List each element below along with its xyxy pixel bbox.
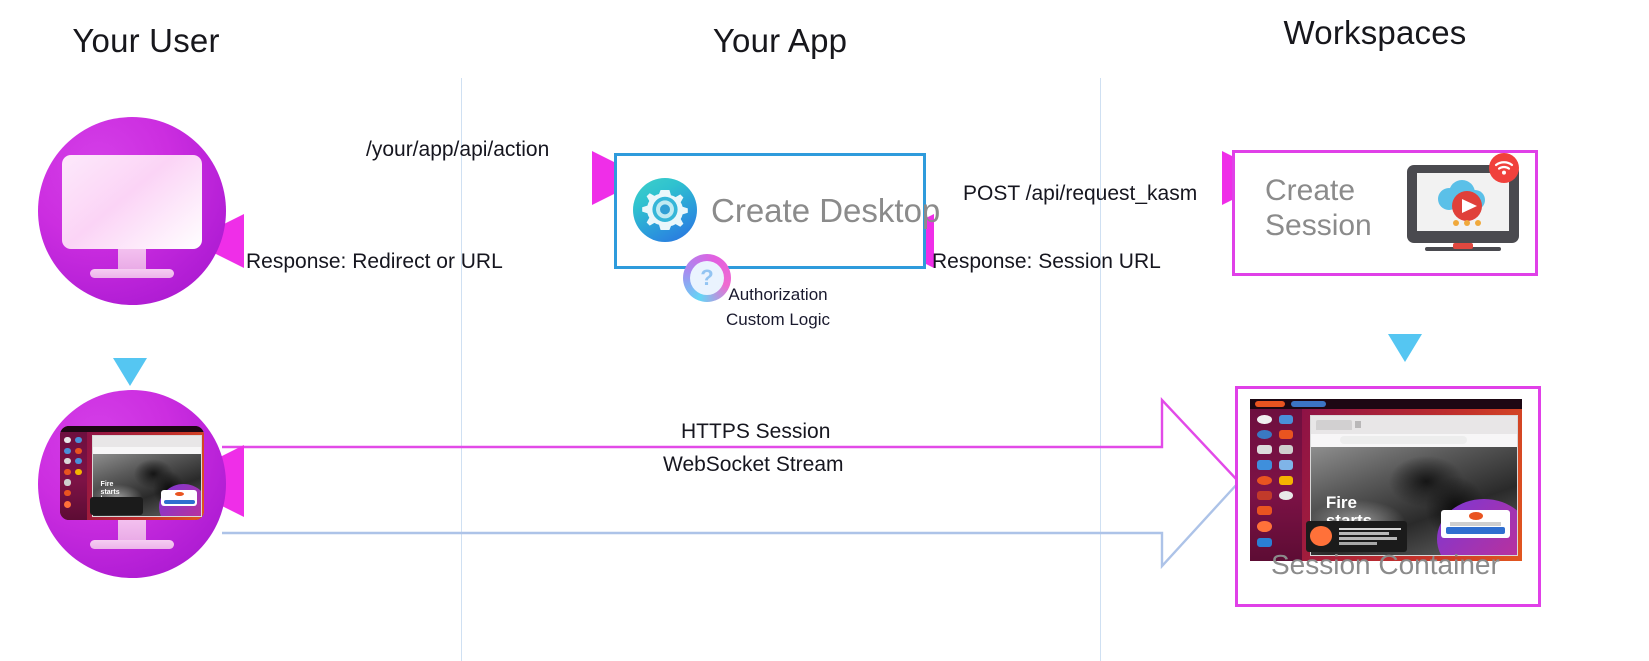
column-title-your-app: Your App [712,22,848,59]
session-container-node[interactable]: Fire starts here [1235,386,1541,607]
arrow-https-session-return [222,482,1239,570]
arrow-https-session [222,396,1239,482]
lane-divider-right [1100,78,1101,661]
arrow-label-https-session: HTTPS Session [681,420,831,443]
wifi-icon [1489,153,1519,183]
create-session-node[interactable]: Create Session [1232,150,1538,276]
user-bottom-avatar: Fire starts here [38,390,226,578]
user-top-monitor-base [90,269,174,278]
arrow-session-down [1388,270,1422,362]
create-desktop-node[interactable]: Create Desktop [614,153,940,269]
arrow-label-your-app-api-action: /your/app/api/action [366,138,550,161]
monitor-cloud-icon [1403,153,1527,265]
ubuntu-topbar-small [60,426,204,432]
user-top-monitor-neck [118,249,146,271]
user-top-monitor-screen [62,155,202,249]
user-bottom-monitor-neck [118,520,146,542]
user-top-avatar [38,117,226,305]
arrow-label-post-api-request-kasm: POST /api/request_kasm [963,182,1198,205]
ubuntu-wallpaper-small: Fire starts here [87,431,204,520]
arrow-label-response-redirect-or-url: Response: Redirect or URL [246,250,503,273]
ubuntu-topbar [1250,399,1522,409]
create-desktop-label: Create Desktop [711,192,941,229]
session-container-label: Session Container [1271,549,1500,580]
user-bottom-monitor-screen: Fire starts here [60,426,204,520]
arrow-label-response-session-url: Response: Session URL [932,250,1161,273]
question-mark-glyph: ? [690,261,724,295]
ubuntu-wallpaper: Fire starts here [1301,408,1522,561]
ubuntu-sidebar-small [60,431,88,520]
auth-note-line-1: Authorization [728,285,828,304]
create-session-label: Create Session [1265,174,1372,243]
ubuntu-desktop-screenshot: Fire starts here [1250,399,1522,561]
column-title-workspaces: Workspaces [1283,14,1467,51]
arrow-user-down [113,296,147,386]
auth-note-line-2: Custom Logic [726,309,830,329]
authorization-custom-logic-note: Authorization Custom Logic [648,283,908,332]
gear-icon [633,178,697,242]
arrow-label-websocket-stream: WebSocket Stream [663,453,844,476]
firefox-toast [1306,521,1408,552]
ubuntu-sidebar [1250,408,1302,561]
user-bottom-monitor-base [90,540,174,549]
firefox-toast-small [89,497,144,515]
column-title-your-user: Your User [72,22,220,59]
ubuntu-desktop-preview-small: Fire starts here [60,426,204,520]
lane-divider-left [461,78,462,661]
question-icon[interactable]: ? [683,254,731,302]
